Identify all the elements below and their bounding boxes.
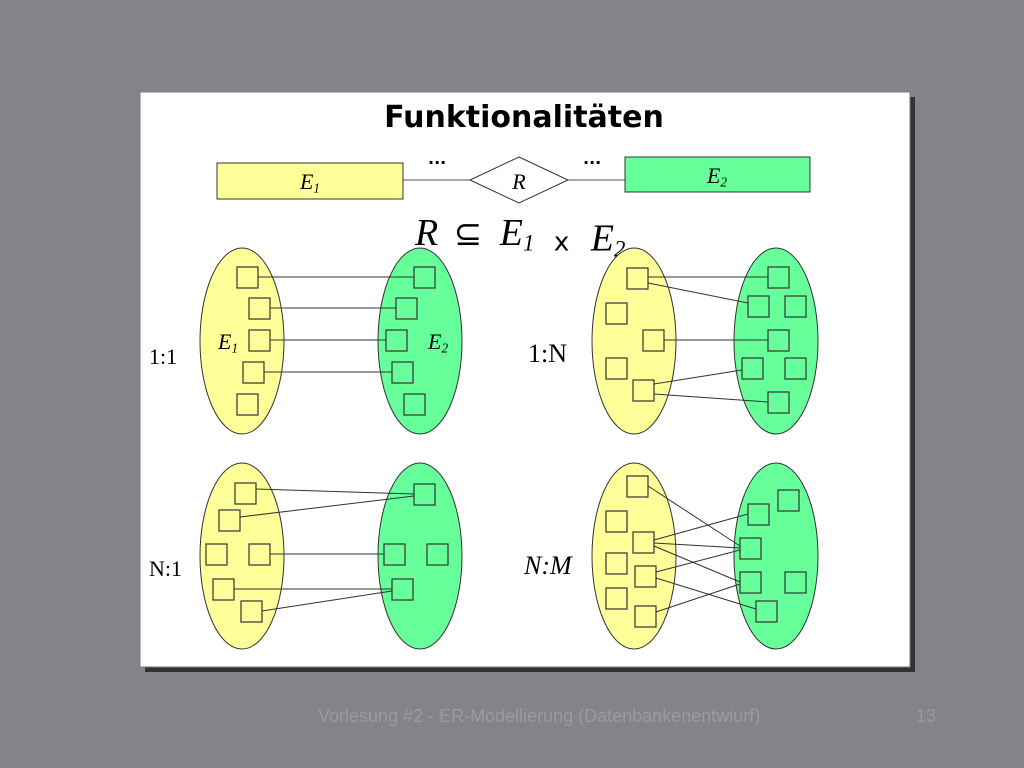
mapping-line (655, 549, 741, 573)
element-square (642, 329, 665, 352)
element-square (413, 266, 436, 289)
element-square (626, 475, 649, 498)
element-square (385, 329, 408, 352)
element-square (634, 605, 657, 628)
cardinality-ellipsis-left: ... (428, 149, 446, 168)
mapping-line (655, 583, 741, 613)
mapping-line (653, 369, 743, 385)
element-square (739, 571, 762, 594)
element-square (626, 267, 649, 290)
mapping-line (653, 542, 741, 549)
mapping-line (261, 590, 393, 612)
element-square (605, 302, 628, 325)
subscript: 1 (313, 180, 320, 195)
cardinality-label-n-1: N:1 (149, 556, 182, 581)
element-square (767, 391, 790, 414)
relationship-r-label: R (511, 169, 526, 194)
element-square (395, 297, 418, 320)
mapping-line (653, 545, 741, 583)
element-square (632, 379, 655, 402)
subscript: 2 (441, 340, 448, 355)
element-square (242, 361, 265, 384)
mapping-line (647, 282, 749, 304)
element-square (248, 329, 271, 352)
element-square (605, 552, 628, 575)
entity-e2-box (624, 156, 811, 193)
cardinality-label-1-1: 1:1 (149, 344, 177, 369)
page-number: 13 (916, 706, 937, 726)
panel-one-to-one: E1 E2 1:1 (149, 247, 463, 435)
element-square (747, 503, 770, 526)
element-square (784, 295, 807, 318)
element-square (777, 489, 800, 512)
element-square (741, 357, 764, 380)
set-e1-ellipse (199, 247, 285, 435)
element-square (236, 266, 259, 289)
element-square (234, 482, 257, 505)
element-square (205, 543, 228, 566)
subscript: 2 (720, 174, 727, 189)
mapping-line (655, 577, 757, 610)
formula-times: x (554, 228, 569, 258)
element-square (248, 543, 271, 566)
er-diagram: E1 R E2 ... ... (216, 149, 811, 204)
element-square (767, 329, 790, 352)
mapping-line (653, 393, 769, 403)
cardinality-ellipsis-right: ... (583, 149, 601, 168)
subscript: 2 (614, 236, 625, 261)
element-square (236, 393, 259, 416)
footer-text: Vorlesung #2 - ER-Modellierung (Datenban… (318, 706, 761, 726)
set-right-ellipse (377, 462, 463, 650)
element-square (212, 578, 235, 601)
element-square (739, 537, 762, 560)
element-square (240, 600, 263, 623)
slide-title: Funktionalitäten (384, 100, 664, 135)
mapping-line (255, 488, 415, 495)
set-e2-ellipse (377, 247, 463, 435)
element-square (403, 393, 426, 416)
element-square (426, 543, 449, 566)
element-square (632, 531, 655, 554)
mapping-line (239, 495, 415, 518)
element-square (605, 357, 628, 380)
formula-subset: ⊆ (454, 216, 483, 253)
relationship-r-diamond (468, 156, 570, 204)
cardinality-label-1-n: 1:N (528, 339, 567, 368)
formula-r: R (414, 212, 438, 254)
subscript: 1 (523, 231, 534, 256)
element-square (413, 483, 436, 506)
element-square (747, 295, 770, 318)
formula: R ⊆ E1 x E2 (414, 212, 625, 261)
element-square (391, 578, 414, 601)
mapping-line (653, 513, 749, 541)
panel-many-to-many: N:M (523, 462, 819, 650)
element-square (767, 266, 790, 289)
element-square (784, 571, 807, 594)
element-square (634, 565, 657, 588)
subscript: 1 (231, 340, 238, 355)
element-square (784, 357, 807, 380)
element-square (605, 587, 628, 610)
element-square (605, 510, 628, 533)
element-square (218, 509, 241, 532)
element-square (391, 361, 414, 384)
mapping-line (647, 485, 741, 547)
entity-e1-box (216, 162, 404, 200)
cardinality-label-n-m: N:M (523, 551, 573, 580)
panel-many-to-one: N:1 (149, 462, 463, 650)
element-square (248, 297, 271, 320)
element-square (383, 543, 406, 566)
element-square (755, 600, 778, 623)
set-left-ellipse (591, 247, 677, 435)
panel-one-to-many: 1:N (528, 247, 819, 435)
